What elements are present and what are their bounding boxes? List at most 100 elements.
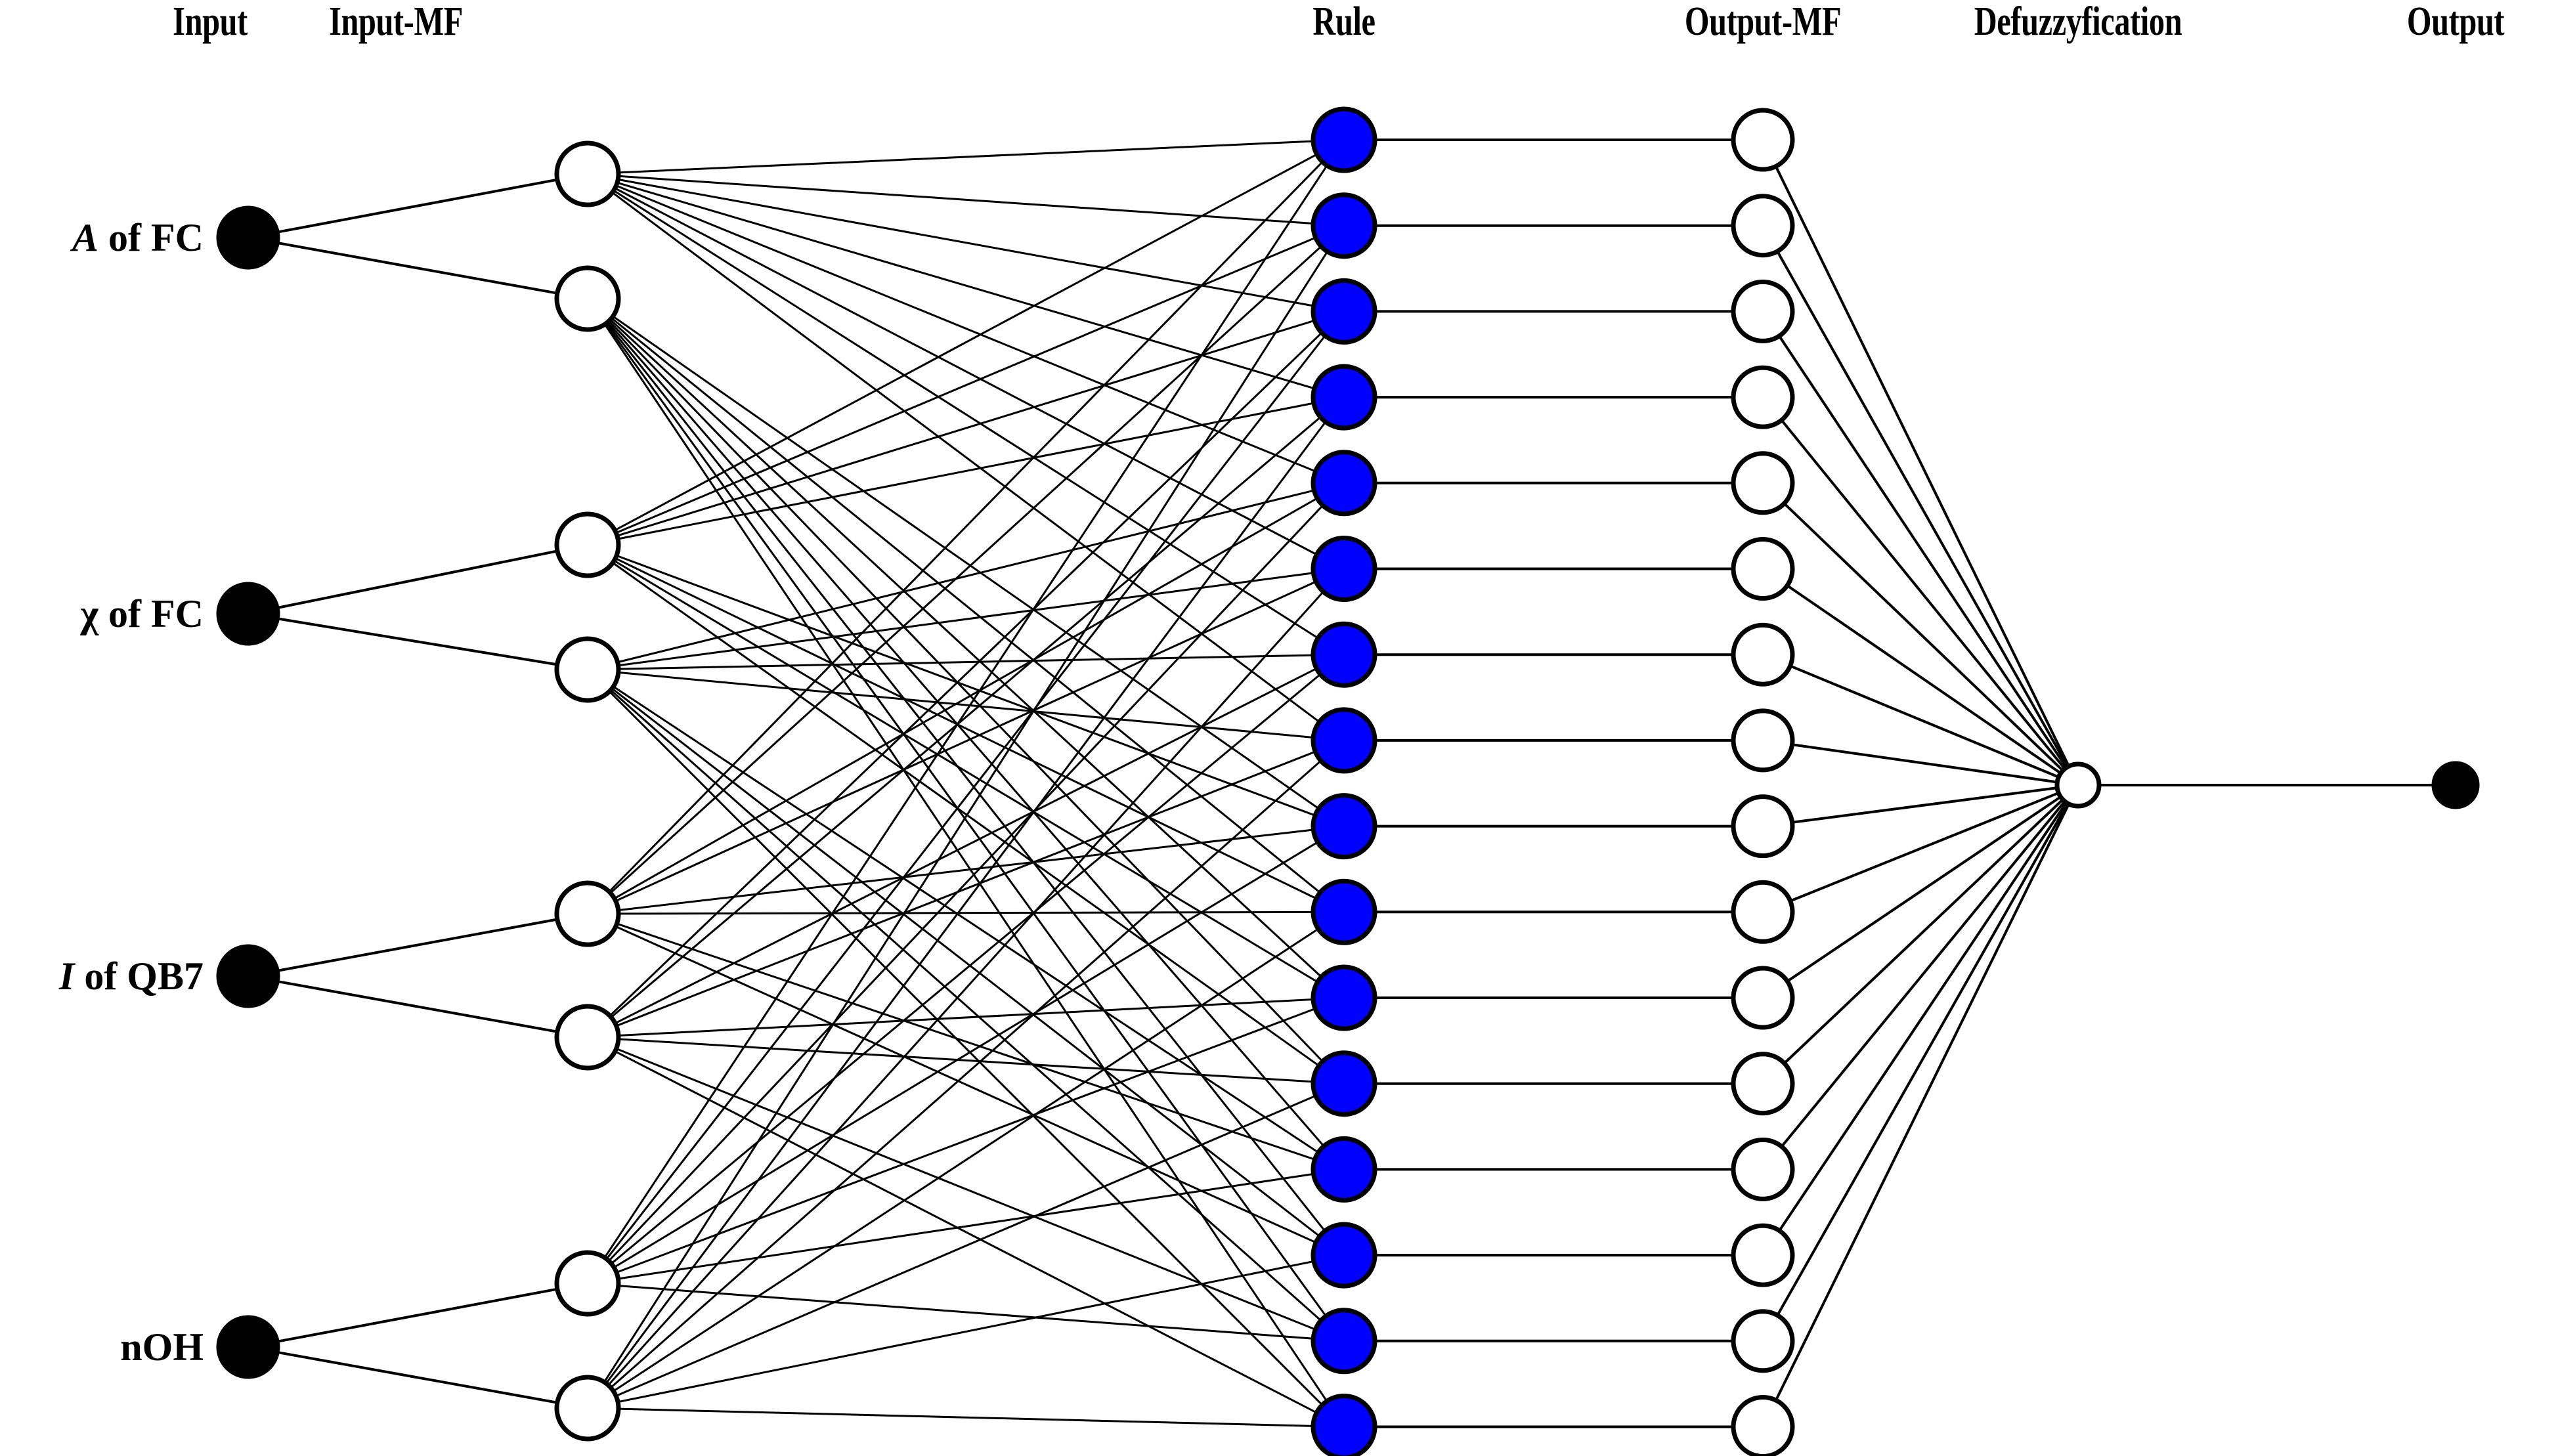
edge-output-mf-to-defuzzyfication xyxy=(1780,419,2066,770)
edge-input-mf-to-rule xyxy=(618,1038,1314,1083)
edge-input-mf-to-rule xyxy=(612,562,1320,1067)
edge-input-mf-to-rule xyxy=(609,318,1322,978)
input-node-label-a-of-fc: A of FC xyxy=(72,216,204,259)
output-mf-node xyxy=(1731,622,1795,687)
rule-node xyxy=(1311,192,1377,259)
edge-input-mf-to-rule xyxy=(618,910,1314,915)
edge-input-mf-to-rule xyxy=(607,321,1325,1147)
edges-output-mf-to-defuzzyfication xyxy=(1774,165,2070,1401)
edge-input-mf-to-rule xyxy=(616,554,1316,817)
edge-input-mf-to-rule xyxy=(605,322,1326,1232)
edge-input-to-input-mf xyxy=(278,549,558,609)
edge-input-mf-to-rule xyxy=(618,828,1314,912)
edge-input-mf-to-rule xyxy=(618,654,1314,670)
edge-input-mf-to-rule xyxy=(615,557,1317,900)
edge-input-mf-to-rule xyxy=(618,1172,1314,1280)
edge-output-mf-to-defuzzyfication xyxy=(1780,800,2066,1147)
edge-input-mf-to-rule xyxy=(603,324,1328,1402)
edge-input-mf-to-rule xyxy=(611,191,1320,723)
edge-input-to-input-mf xyxy=(278,1287,558,1343)
rule-node xyxy=(1311,964,1377,1031)
edge-output-mf-to-defuzzyfication xyxy=(1792,786,2058,824)
rule-node xyxy=(1311,878,1377,945)
input-mf-layer-nodes xyxy=(554,140,621,1442)
edge-input-mf-to-rule xyxy=(615,236,1316,534)
edge-output-mf-to-defuzzyfication xyxy=(1789,792,2060,903)
input-node-label-chi-of-fc: χ of FC xyxy=(80,592,204,635)
rule-node xyxy=(1311,1050,1377,1117)
input-node-label-noh: nOH xyxy=(120,1325,204,1369)
rule-node xyxy=(1311,621,1377,688)
edge-input-mf-to-rule xyxy=(605,421,1327,1384)
output-mf-node xyxy=(1731,966,1795,1030)
edge-input-to-input-mf xyxy=(278,980,558,1033)
input-mf-node xyxy=(554,140,621,207)
rule-node xyxy=(1311,1394,1377,1456)
edge-input-mf-to-rule xyxy=(615,925,1316,1244)
edge-input-mf-to-rule xyxy=(618,1285,1314,1340)
output-mf-node xyxy=(1731,537,1795,601)
edge-input-mf-to-rule xyxy=(613,559,1318,983)
edge-input-mf-to-rule xyxy=(615,1050,1317,1414)
input-node xyxy=(216,582,280,646)
edge-input-mf-to-rule xyxy=(617,178,1314,307)
edge-input-mf-to-rule xyxy=(618,1407,1314,1427)
edge-input-mf-to-rule xyxy=(618,671,1314,739)
output-mf-node xyxy=(1731,708,1795,773)
edge-input-mf-to-rule xyxy=(617,181,1315,390)
edge-output-mf-to-defuzzyfication xyxy=(1789,664,2060,779)
edge-input-mf-to-rule xyxy=(603,251,1328,1383)
output-mf-node xyxy=(1731,1223,1795,1287)
edge-input-mf-to-rule xyxy=(616,1008,1316,1274)
edge-output-mf-to-defuzzyfication xyxy=(1786,584,2062,775)
edge-input-to-input-mf xyxy=(278,242,558,295)
rule-node xyxy=(1311,1136,1377,1203)
edge-output-mf-to-defuzzyfication xyxy=(1774,165,2070,767)
rule-node xyxy=(1311,536,1377,602)
edge-input-mf-to-rule xyxy=(614,187,1318,556)
input-mf-node xyxy=(554,265,621,332)
edge-input-mf-to-rule xyxy=(615,184,1316,473)
edge-input-mf-to-rule xyxy=(615,1094,1316,1397)
edge-output-mf-to-defuzzyfication xyxy=(1783,798,2064,1065)
output-mf-node xyxy=(1731,794,1795,859)
rule-node xyxy=(1311,450,1377,517)
input-node xyxy=(216,1315,280,1379)
edge-input-mf-to-rule xyxy=(603,165,1328,1258)
output-mf-node xyxy=(1731,108,1795,172)
edges-input-mf-to-rule xyxy=(603,140,1328,1427)
edge-input-mf-to-rule xyxy=(609,691,1323,1406)
edge-input-mf-to-rule xyxy=(614,497,1318,900)
column-header-input: Input xyxy=(173,0,248,44)
output-mf-node xyxy=(1731,365,1795,429)
edge-input-mf-to-rule xyxy=(611,317,1321,893)
edge-output-mf-to-defuzzyfication xyxy=(1776,250,2070,768)
rule-node xyxy=(1311,793,1377,860)
edge-output-mf-to-defuzzyfication xyxy=(1775,803,2070,1401)
edge-input-mf-to-rule xyxy=(613,189,1319,639)
edge-input-mf-to-rule xyxy=(618,572,1314,667)
column-header-output: Output xyxy=(2406,0,2505,44)
defuzzyfication-node xyxy=(2054,761,2102,809)
edge-input-mf-to-rule xyxy=(608,161,1324,893)
edge-output-mf-to-defuzzyfication xyxy=(1776,802,2069,1316)
edge-input-mf-to-rule xyxy=(614,153,1318,532)
edge-output-mf-to-defuzzyfication xyxy=(1778,802,2068,1231)
rule-node xyxy=(1311,106,1377,173)
edge-input-to-input-mf xyxy=(278,178,558,234)
edge-input-mf-to-rule xyxy=(613,841,1318,1268)
rule-node xyxy=(1311,1222,1377,1289)
input-node xyxy=(216,944,280,1008)
input-node xyxy=(216,205,280,270)
input-layer-nodes xyxy=(216,205,280,1379)
output-node xyxy=(2431,761,2480,809)
column-header-output-mf: Output-MF xyxy=(1684,0,1842,44)
defuzzyfication-node xyxy=(2054,761,2102,809)
edges-rule-to-output-mf xyxy=(1375,139,1733,1428)
edge-input-mf-to-rule xyxy=(617,1260,1314,1403)
edge-input-mf-to-rule xyxy=(609,332,1323,1017)
rule-node xyxy=(1311,707,1377,774)
output-mf-node xyxy=(1731,880,1795,944)
